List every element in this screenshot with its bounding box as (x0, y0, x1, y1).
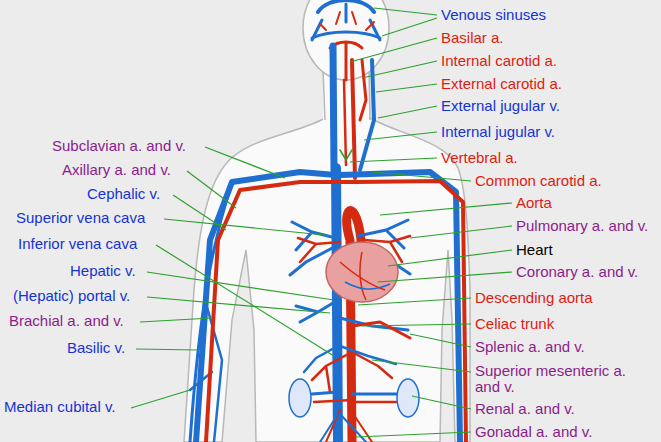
kidneys (397, 379, 419, 417)
vessel-label: Vertebral a. (441, 150, 518, 166)
leader-lines (187, 171, 236, 208)
abdominal-vessels (312, 392, 398, 394)
vessel-label: Superior mesenteric a. and v. (475, 363, 645, 395)
vessel-label: Median cubital v. (4, 399, 115, 415)
heart (326, 242, 398, 302)
vessel-label: External jugular v. (441, 98, 560, 114)
leader-lines (356, 432, 471, 437)
leader-lines (410, 334, 471, 347)
heart (345, 282, 390, 289)
body-silhouette (303, 0, 389, 80)
leader-lines (372, 172, 471, 181)
vessel-label: Basilic v. (67, 340, 125, 356)
vessel-label: Basilar a. (441, 30, 504, 46)
leader-lines (410, 226, 512, 238)
leader-lines (412, 396, 471, 409)
head-vessels (312, 0, 380, 80)
leader-lines (131, 8, 512, 437)
vessel-label: Celiac trunk (475, 316, 554, 332)
abdominal-vessels (352, 322, 410, 338)
body-silhouette (369, 70, 370, 120)
vessel-label: Cephalic v. (87, 186, 160, 202)
leader-lines (350, 158, 437, 162)
abdominal-vessels (296, 300, 410, 442)
leader-lines (362, 61, 437, 78)
head-vessels (312, 32, 380, 38)
vessel-label: Internal carotid a. (441, 53, 557, 69)
neck-vessels (333, 46, 374, 178)
leader-lines (147, 297, 330, 313)
heart (326, 242, 398, 302)
vessel-label: Heart (516, 242, 553, 258)
leader-lines (205, 147, 285, 178)
neck-vessels (360, 60, 366, 120)
vessel-label: Subclavian a. and v. (52, 138, 186, 154)
body-silhouette (184, 0, 470, 442)
kidneys (289, 379, 311, 417)
leader-lines (164, 219, 334, 236)
vessel-label: Common carotid a. (475, 173, 602, 189)
heart (340, 252, 385, 300)
trunk-veins (190, 168, 460, 442)
leader-lines (362, 324, 471, 326)
head-vessels (345, 4, 348, 22)
abdominal-vessels (304, 346, 396, 372)
leader-lines (147, 272, 334, 300)
leader-lines (388, 250, 512, 266)
vessel-label: (Hepatic) portal v. (13, 288, 130, 304)
neck-vessels (333, 46, 334, 170)
vessel-label: Superior vena cava (16, 210, 145, 226)
vessel-label: External carotid a. (441, 76, 562, 92)
neck-vessels (352, 60, 355, 178)
vessel-label: Brachial a. and v. (9, 313, 124, 329)
vessel-label: Axillary a. and v. (62, 162, 171, 178)
vessel-label: Pulmonary a. and v. (516, 218, 648, 234)
leader-lines (382, 18, 437, 36)
leader-lines (350, 38, 437, 62)
vessel-label: Splenic a. and v. (475, 339, 585, 355)
body-silhouette (323, 70, 325, 120)
vessel-label: Descending aorta (475, 290, 593, 306)
neck-vessels (344, 80, 346, 165)
leader-lines (131, 390, 190, 408)
head-vessels (320, 12, 374, 30)
vessel-label: Internal jugular v. (441, 124, 555, 140)
trunk-arteries (206, 181, 466, 442)
leader-lines (136, 349, 198, 350)
vessel-label: Inferior vena cava (18, 236, 137, 252)
body-silhouette (184, 118, 470, 442)
vessel-label: Hepatic v. (70, 263, 136, 279)
neck-vessels (340, 150, 352, 160)
vessel-label: Coronary a. and v. (516, 264, 638, 280)
vessel-label: Gonadal a. and v. (475, 424, 592, 440)
vessel-label: Venous sinuses (441, 7, 546, 23)
vessel-label: Renal a. and v. (475, 401, 575, 417)
leader-lines (378, 106, 437, 118)
vessel-label: Aorta (516, 195, 552, 211)
kidneys (289, 379, 419, 417)
leader-lines (372, 360, 471, 372)
trunk-arteries (206, 182, 356, 442)
leader-lines (358, 298, 471, 305)
leader-lines (140, 318, 212, 322)
abdominal-vessels (320, 414, 366, 442)
leader-lines (376, 84, 437, 92)
abdominal-vessels (312, 352, 392, 392)
abdominal-vessels (314, 400, 396, 402)
leader-lines (364, 132, 437, 140)
leader-lines (374, 8, 437, 15)
leader-lines (380, 203, 512, 215)
leader-lines (378, 272, 512, 282)
